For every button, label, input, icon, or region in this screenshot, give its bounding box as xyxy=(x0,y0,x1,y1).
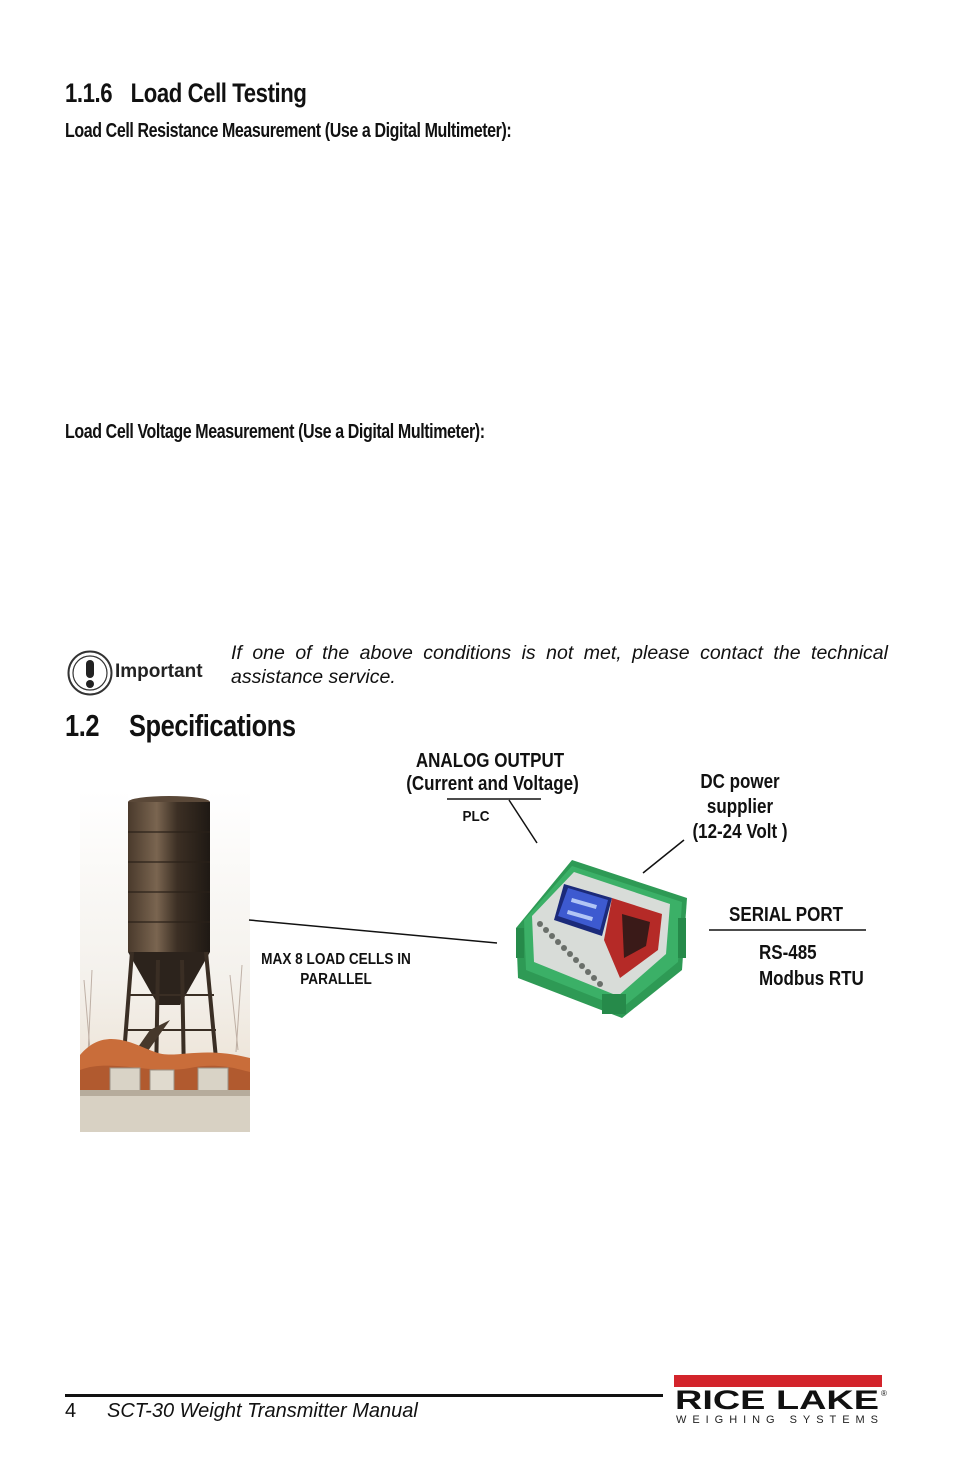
load-cells-line-1: MAX 8 LOAD CELLS IN xyxy=(261,951,411,968)
footer-rule xyxy=(65,1394,663,1397)
load-cells-leader-line xyxy=(248,919,498,944)
dc-power-line-1: DC power xyxy=(700,771,780,793)
specifications-heading: 1.2 Specifications xyxy=(65,708,296,744)
logo-tagline: WEIGHING SYSTEMS xyxy=(676,1414,878,1425)
manual-title: SCT-30 Weight Transmitter Manual xyxy=(107,1400,418,1422)
logo-red-bar xyxy=(674,1375,882,1387)
resistance-subheading: Load Cell Resistance Measurement (Use a … xyxy=(65,120,512,142)
serial-protocol-rs485: RS-485 xyxy=(759,942,817,964)
load-cells-label: MAX 8 LOAD CELLS IN PARALLEL xyxy=(259,950,414,990)
dc-power-line-3: (12-24 Volt ) xyxy=(692,821,788,843)
logo-registered-mark: ® xyxy=(881,1389,887,1398)
page-number: 4 xyxy=(65,1400,77,1422)
plc-leader-line xyxy=(508,799,538,844)
analog-output-label: ANALOG OUTPUT xyxy=(415,750,565,772)
rice-lake-logo: RICE LAKE ® WEIGHING SYSTEMS xyxy=(674,1375,887,1425)
dc-power-line-2: supplier xyxy=(706,796,774,818)
serial-port-label: SERIAL PORT xyxy=(729,904,843,926)
serial-port-details: RS-485 Modbus RTU xyxy=(759,940,864,992)
specifications-title: Specifications xyxy=(128,708,296,743)
dc-power-label: DC power supplier (12-24 Volt ) xyxy=(672,770,808,845)
voltage-subheading: Load Cell Voltage Measurement (Use a Dig… xyxy=(65,421,485,443)
analog-output-sublabel: (Current and Voltage) xyxy=(406,773,579,795)
specifications-number: 1.2 xyxy=(65,708,100,743)
section-title: Load Cell Testing xyxy=(130,78,307,108)
important-note: If one of the above conditions is not me… xyxy=(231,642,888,688)
load-cells-line-2: PARALLEL xyxy=(300,971,372,988)
silo-photo xyxy=(80,790,250,1132)
logo-wordmark: RICE LAKE xyxy=(675,1385,879,1415)
section-heading: 1.1.6 Load Cell Testing xyxy=(65,78,307,109)
serial-protocol-modbus: Modbus RTU xyxy=(759,968,864,990)
plc-label: PLC xyxy=(462,808,490,825)
section-number: 1.1.6 xyxy=(65,78,113,108)
transmitter-device-photo xyxy=(516,860,687,1018)
important-icon xyxy=(67,650,113,696)
important-label: Important xyxy=(115,661,203,682)
